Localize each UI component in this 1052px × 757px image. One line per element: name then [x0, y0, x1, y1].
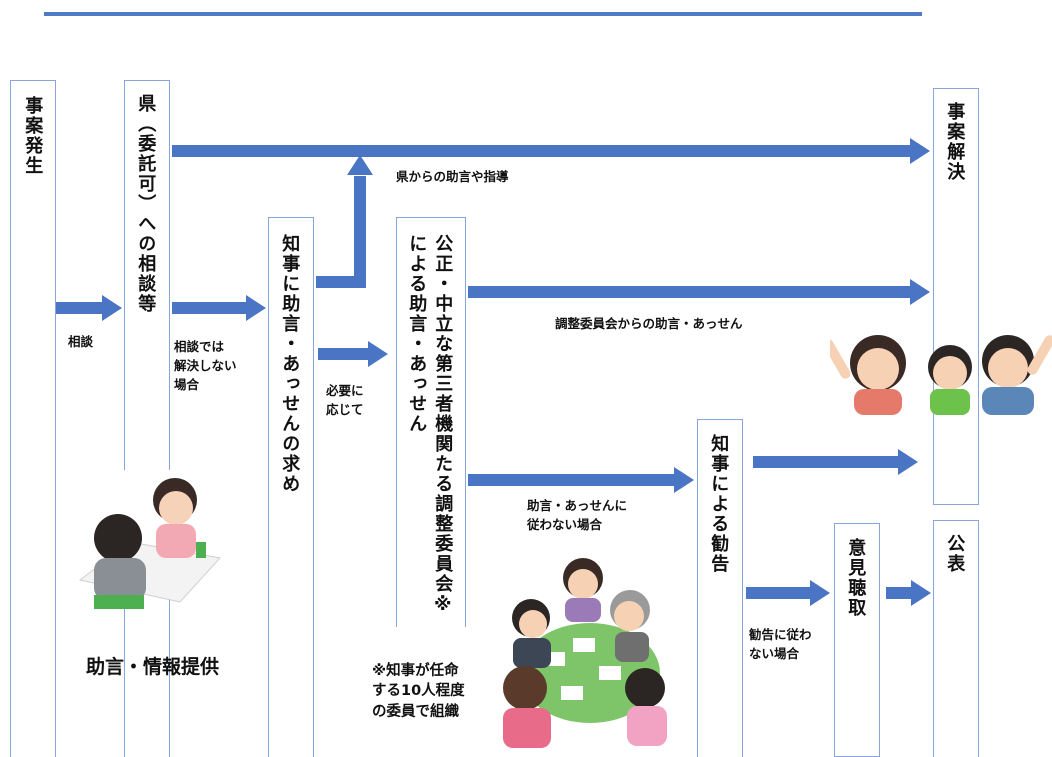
- node-recommend: 知事による勧告: [708, 434, 730, 574]
- node-consult: 県（委託可）への相談等: [135, 94, 157, 314]
- node-resolve: 事案解決: [944, 102, 966, 182]
- top-rule: [44, 12, 922, 16]
- arrow-as-needed: [318, 341, 388, 367]
- label-pref-advice: 県からの助言や指導: [396, 169, 509, 184]
- arrow-committee-advice: [468, 279, 930, 305]
- label-not-follow-rec: 勧告に従わ ない場合: [749, 627, 812, 661]
- request-box: [268, 217, 314, 757]
- arrow-not-resolved: [172, 295, 266, 321]
- caption-committee-note: ※知事が任命 する10人程度 の委員で組織: [372, 663, 465, 720]
- label-not-follow: 助言・あっせんに 従わない場合: [527, 498, 628, 532]
- consult-box-lower: [124, 600, 170, 757]
- arrow-not-follow: [468, 467, 694, 493]
- arrow-consult: [56, 295, 122, 321]
- arrow-pref-advice: [172, 138, 930, 164]
- family-illustration: [830, 335, 1052, 415]
- node-committee-a: 公正・中立な第三者機関たる調整委員会※: [432, 234, 454, 617]
- committee-box: [396, 217, 466, 627]
- node-committee-b: による助言・あっせん: [406, 234, 428, 434]
- consult-box: [124, 80, 170, 470]
- caption-advice-info: 助言・情報提供: [86, 656, 220, 678]
- recommend-box: [697, 419, 743, 757]
- resolve-box: [933, 88, 979, 505]
- node-occurrence: 事案発生: [22, 96, 44, 176]
- label-not-resolved: 相談では 解決しない 場合: [174, 339, 237, 392]
- arrow-recommend-resolve: [753, 449, 918, 475]
- arrow-request-up: [316, 155, 376, 298]
- label-consult: 相談: [68, 334, 94, 349]
- node-request: 知事に助言・あっせんの求め: [279, 234, 301, 494]
- node-hearing: 意見聴取: [845, 538, 867, 618]
- arrow-hearing-publish: [886, 580, 931, 606]
- node-publish: 公表: [944, 534, 966, 574]
- consultation-illustration: [78, 478, 221, 609]
- meeting-illustration: [503, 558, 667, 748]
- label-as-needed: 必要に 応じて: [326, 383, 364, 417]
- occurrence-box: [10, 80, 56, 757]
- hearing-box: [834, 523, 880, 757]
- arrow-not-follow-rec: [746, 580, 830, 606]
- publish-box: [933, 520, 979, 757]
- label-committee-advice: 調整委員会からの助言・あっせん: [555, 316, 743, 331]
